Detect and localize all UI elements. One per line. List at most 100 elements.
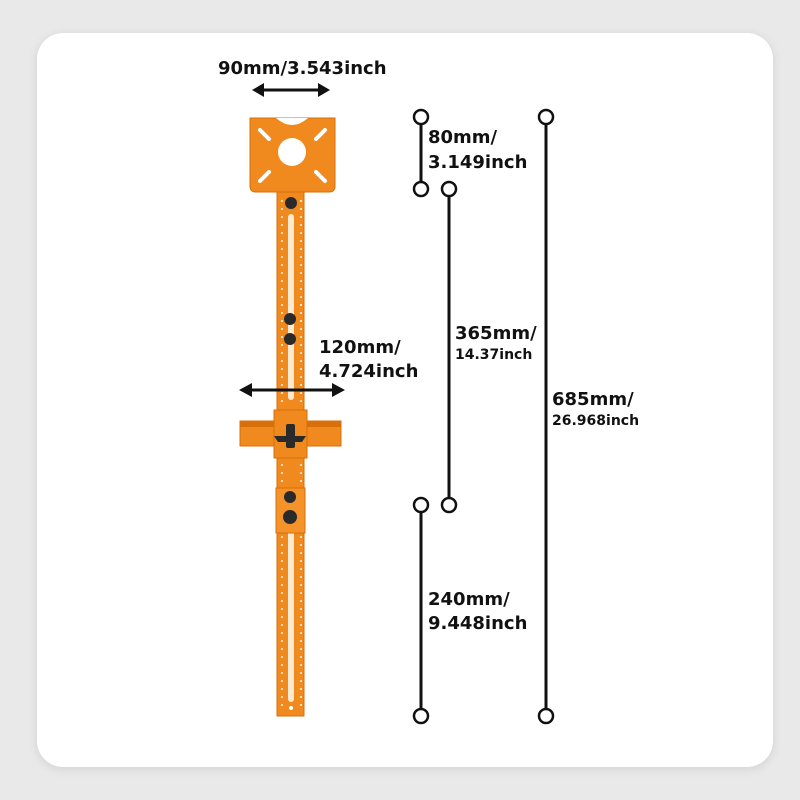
scale-tick <box>300 400 302 402</box>
scale-tick <box>281 600 283 602</box>
scale-tick <box>281 216 283 218</box>
product-card <box>37 33 773 767</box>
scale-tick <box>300 568 302 570</box>
scale-tick <box>281 536 283 538</box>
scale-tick <box>281 584 283 586</box>
total-label-line2: 26.968inch <box>552 413 640 429</box>
scale-tick <box>300 664 302 666</box>
scale-tick <box>300 344 302 346</box>
scale-tick <box>281 560 283 562</box>
scale-tick <box>300 704 302 706</box>
scale-tick <box>281 280 283 282</box>
ruler-slot-lower <box>288 520 294 702</box>
circle-endpoint-icon <box>537 707 555 725</box>
scale-tick <box>300 536 302 538</box>
scale-tick <box>300 656 302 658</box>
circle-endpoint-icon <box>537 108 555 126</box>
circle-endpoint-icon <box>440 180 458 198</box>
ruler-scale <box>281 200 302 706</box>
jig-tool <box>239 117 342 717</box>
scale-tick <box>281 360 283 362</box>
scale-tick <box>300 320 302 322</box>
middle-label-line1: 365mm/ <box>455 323 537 344</box>
scale-tick <box>281 704 283 706</box>
scale-tick <box>281 664 283 666</box>
scale-tick <box>281 240 283 242</box>
scale-tick <box>300 272 302 274</box>
circle-endpoint-icon <box>412 496 430 514</box>
fence-width-label-line2: 4.724inch <box>319 361 419 382</box>
scale-tick <box>281 344 283 346</box>
scale-tick <box>281 552 283 554</box>
scale-tick <box>300 648 302 650</box>
knob-icon <box>274 436 306 442</box>
scale-tick <box>300 256 302 258</box>
scale-tick <box>300 624 302 626</box>
scale-tick <box>300 208 302 210</box>
scale-tick <box>300 312 302 314</box>
scale-tick <box>300 560 302 562</box>
scale-tick <box>300 608 302 610</box>
scale-tick <box>281 568 283 570</box>
top-plate-label-line2: 3.149inch <box>428 152 528 173</box>
top-plate-hole <box>278 138 306 166</box>
scale-tick <box>281 296 283 298</box>
scale-tick <box>300 576 302 578</box>
scale-tick <box>281 304 283 306</box>
top-plate-slot <box>314 128 327 141</box>
knob-icon <box>285 197 297 209</box>
scale-tick <box>281 464 283 466</box>
scale-tick <box>300 360 302 362</box>
scale-tick <box>281 640 283 642</box>
scale-tick <box>300 592 302 594</box>
scale-tick <box>300 688 302 690</box>
scale-tick <box>300 376 302 378</box>
scale-tick <box>300 632 302 634</box>
circle-endpoint-icon <box>440 496 458 514</box>
scale-tick <box>281 208 283 210</box>
scale-tick <box>300 680 302 682</box>
scale-tick <box>300 640 302 642</box>
scale-tick <box>300 304 302 306</box>
knob-icon <box>284 491 296 503</box>
scale-tick <box>300 216 302 218</box>
scale-tick <box>300 288 302 290</box>
scale-tick <box>281 680 283 682</box>
circle-endpoint-icon <box>412 707 430 725</box>
scale-tick <box>300 200 302 202</box>
scale-tick <box>281 352 283 354</box>
scale-tick <box>281 576 283 578</box>
scale-tick <box>281 392 283 394</box>
dimension-line-middle <box>440 180 458 514</box>
scale-tick <box>281 312 283 314</box>
scale-tick <box>281 592 283 594</box>
scale-tick <box>300 248 302 250</box>
scale-tick <box>281 400 283 402</box>
scale-tick <box>300 480 302 482</box>
knob-icon <box>284 333 296 345</box>
scale-tick <box>300 472 302 474</box>
dimension-line-bottom <box>412 496 430 725</box>
bottom-label-line1: 240mm/ <box>428 589 510 610</box>
scale-tick <box>281 624 283 626</box>
total-label-line1: 685mm/ <box>552 389 634 410</box>
double-arrow-icon <box>252 83 330 97</box>
scale-tick <box>281 320 283 322</box>
circle-endpoint-icon <box>412 180 430 198</box>
bottom-label-line2: 9.448inch <box>428 613 528 634</box>
scale-tick <box>281 272 283 274</box>
scale-tick <box>281 256 283 258</box>
scale-tick <box>281 288 283 290</box>
knob-icon <box>284 313 296 325</box>
top-plate-label-line1: 80mm/ <box>428 127 498 148</box>
scale-tick <box>300 584 302 586</box>
scale-tick <box>281 632 283 634</box>
scale-tick <box>281 376 283 378</box>
fence-width-label-line1: 120mm/ <box>319 337 401 358</box>
scale-tick <box>281 224 283 226</box>
knob-icon <box>283 510 297 524</box>
scale-tick <box>281 336 283 338</box>
scale-tick <box>300 464 302 466</box>
scale-tick <box>300 384 302 386</box>
